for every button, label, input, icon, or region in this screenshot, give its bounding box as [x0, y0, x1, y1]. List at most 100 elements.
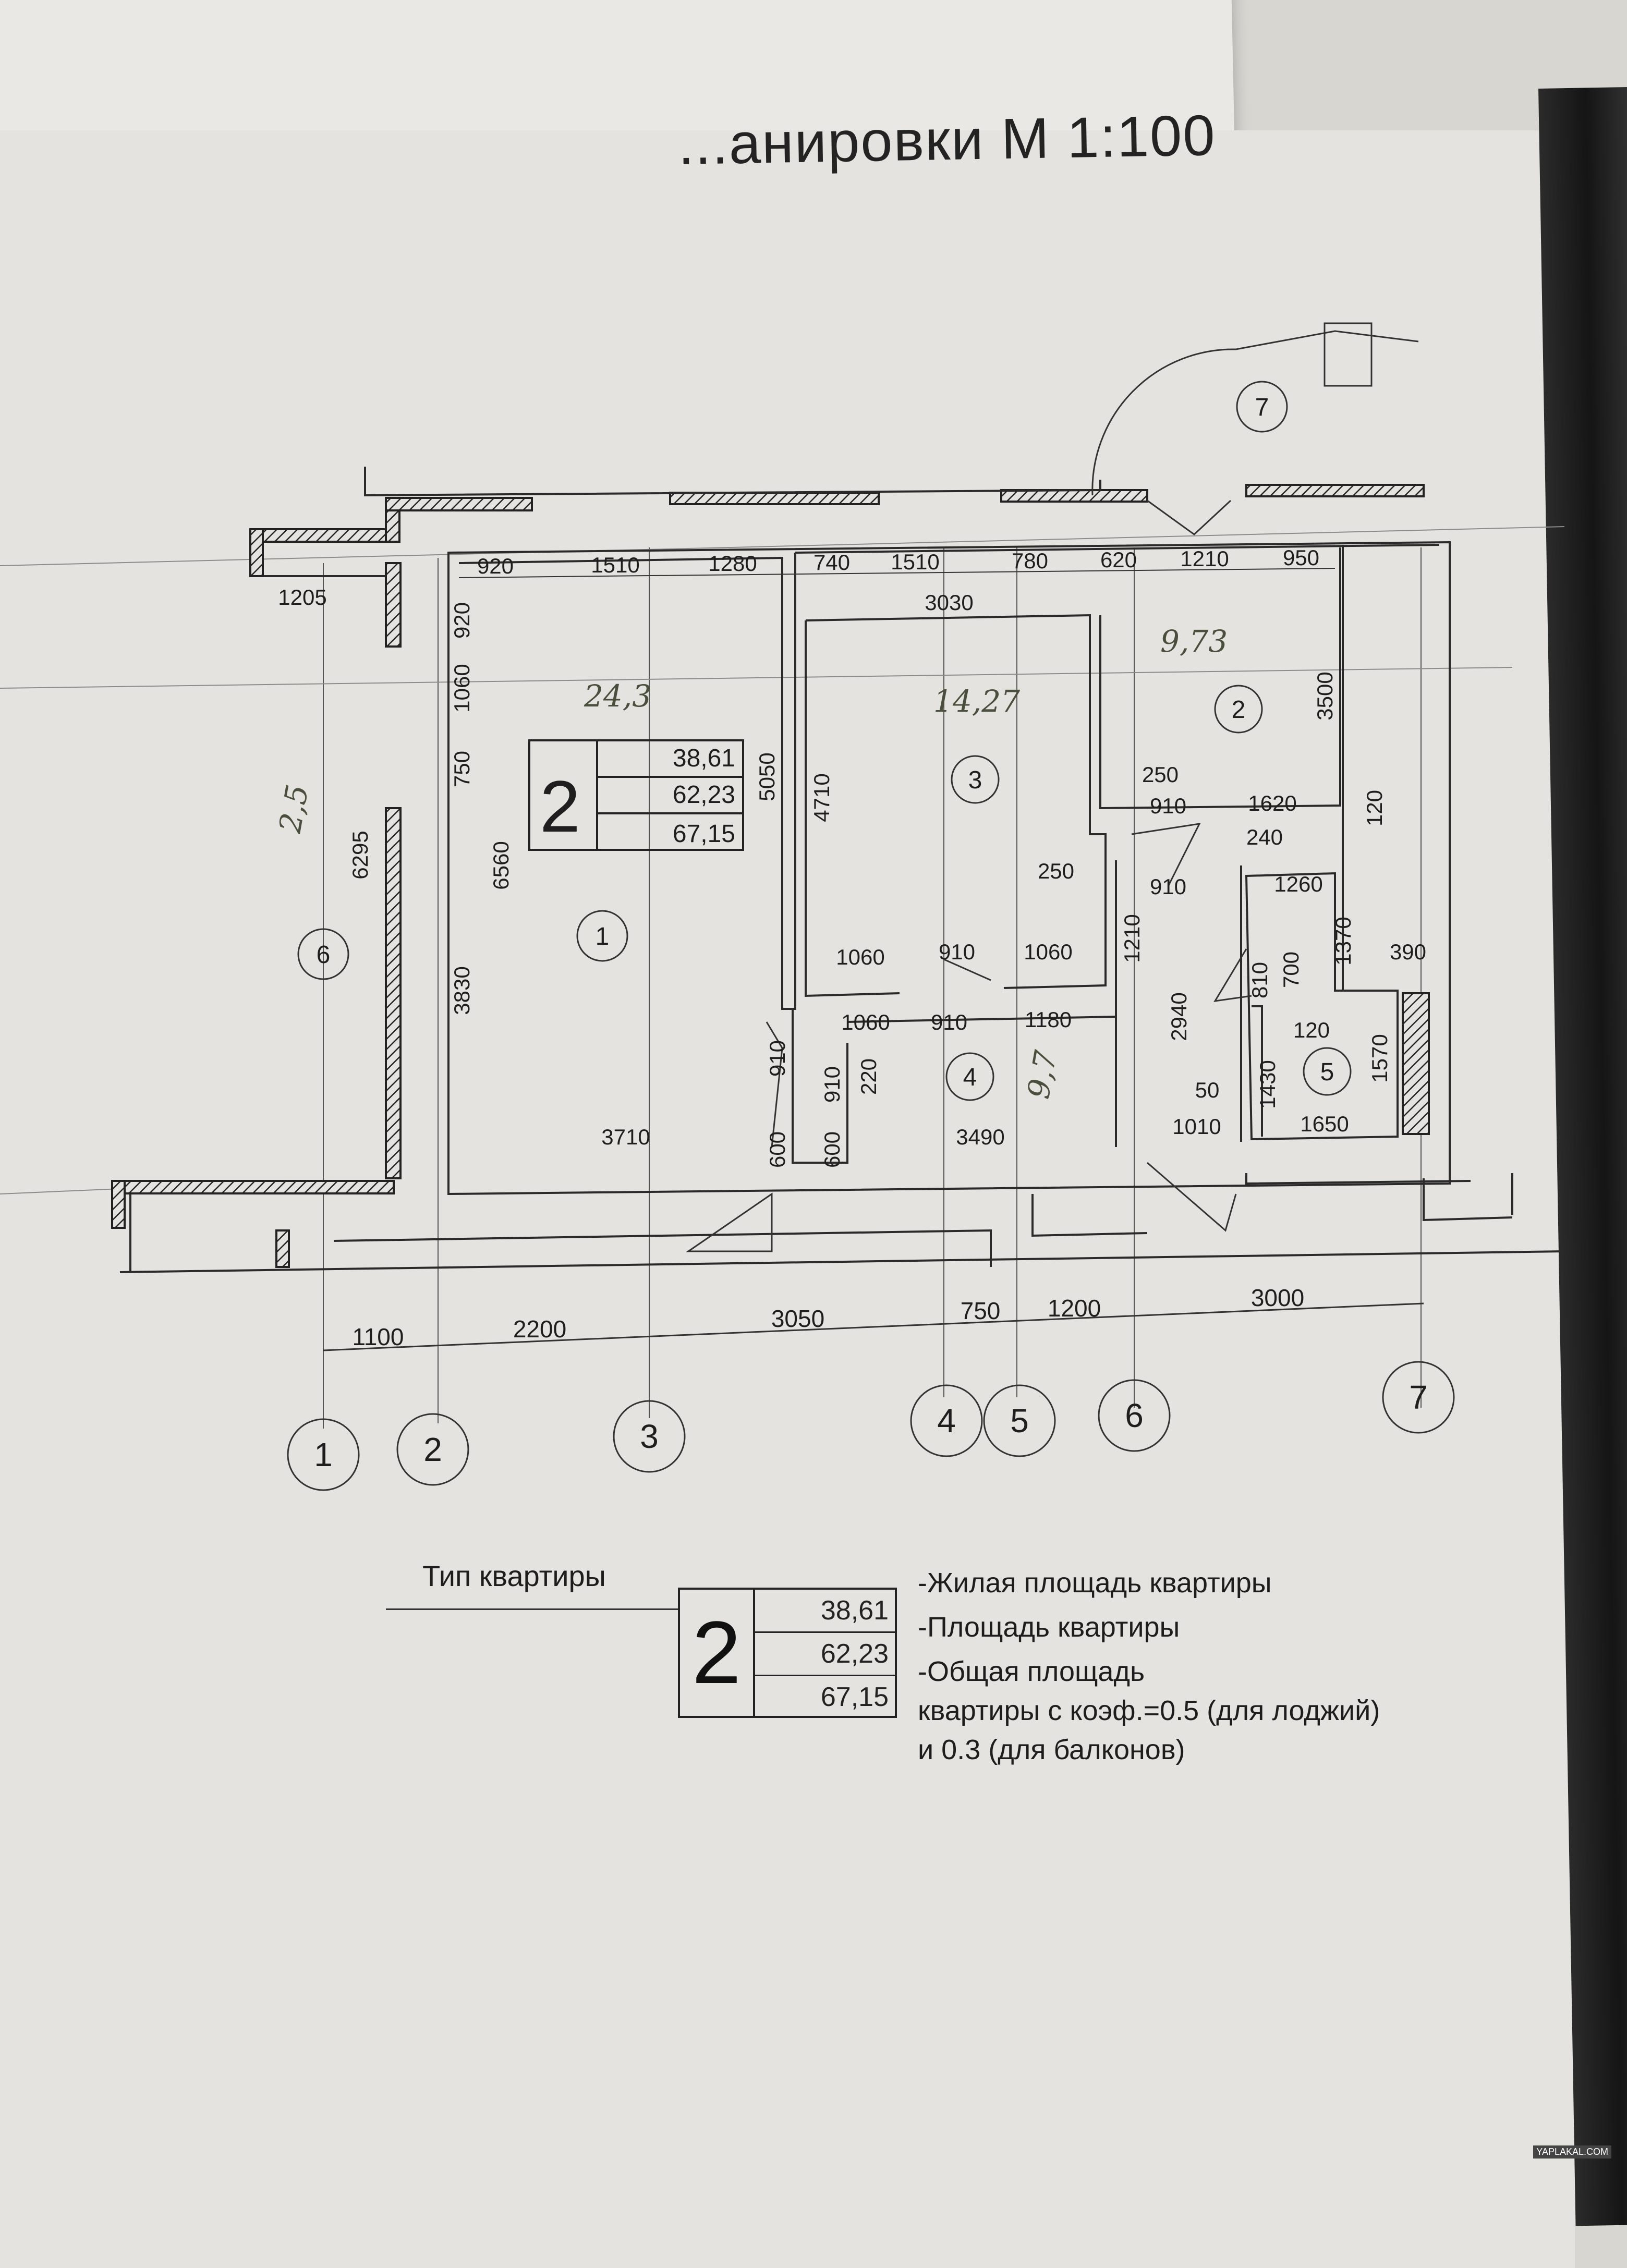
dim-700: 700 — [1279, 952, 1303, 988]
top-dim-5: 780 — [1012, 548, 1048, 573]
apartment-type-label: Тип квартиры — [422, 1559, 606, 1592]
dim-50: 50 — [1195, 1078, 1220, 1102]
room-1-number: 1 — [596, 923, 610, 950]
axis-3-marker — [613, 1400, 686, 1473]
dim-910a: 910 — [1150, 794, 1186, 818]
axis-space-5: 3000 — [1251, 1284, 1304, 1311]
axis-space-3: 750 — [961, 1297, 1001, 1324]
room-6-number: 6 — [317, 941, 331, 969]
dim-1620: 1620 — [1248, 791, 1296, 815]
room-4-marker — [945, 1052, 994, 1101]
axis-6-label: 6 — [1125, 1397, 1144, 1434]
dim-910c: 910 — [939, 940, 975, 964]
dim-810: 810 — [1247, 962, 1272, 998]
hand-note-5: 9,7 — [1021, 1048, 1064, 1102]
legend-apartment-area: 62,23 — [820, 1639, 889, 1669]
dim-3490: 3490 — [956, 1125, 1004, 1149]
axis-5-marker — [983, 1384, 1056, 1457]
axis-2-marker — [396, 1413, 469, 1486]
legend-desc-total: -Общая площадь — [918, 1656, 1145, 1687]
inner-type: 2 — [540, 765, 580, 847]
inner-val-2: 62,23 — [673, 781, 735, 809]
dim-3830: 3830 — [450, 966, 474, 1015]
dim-6295: 6295 — [348, 831, 372, 879]
hand-note-1: 2,5 — [272, 782, 315, 836]
room-4-number: 4 — [963, 1064, 977, 1091]
top-dim-2: 1280 — [708, 551, 757, 576]
dim-120b: 120 — [1293, 1018, 1330, 1042]
axis-3-label: 3 — [640, 1418, 659, 1455]
room-7-number: 7 — [1255, 394, 1269, 421]
axis-markers — [287, 1361, 1455, 1491]
dim-220: 220 — [856, 1058, 881, 1095]
vertical-dimension-labels: 920 1060 750 6295 6560 3830 5050 4710 35… — [348, 602, 1392, 1168]
axis-space-2: 3050 — [771, 1305, 824, 1332]
room-3-number: 3 — [968, 766, 982, 794]
dim-750v: 750 — [450, 751, 474, 787]
hand-note-2: 24,3 — [584, 678, 651, 714]
axis-lines — [323, 547, 1422, 1429]
legend-type-number: 2 — [680, 1590, 755, 1716]
dim-910f: 910 — [820, 1066, 844, 1103]
dim-1010: 1010 — [1172, 1114, 1221, 1139]
axis-6-marker — [1098, 1379, 1171, 1452]
door-swings — [686, 322, 1419, 1252]
dim-1180: 1180 — [1025, 1007, 1072, 1032]
dim-910b: 910 — [1150, 874, 1186, 899]
dim-1260: 1260 — [1274, 872, 1322, 896]
dim-250a: 250 — [1142, 762, 1179, 787]
dim-5050: 5050 — [755, 752, 779, 801]
dim-1650: 1650 — [1300, 1112, 1349, 1136]
dim-250b: 250 — [1038, 859, 1074, 883]
room-7-marker — [1236, 381, 1288, 433]
legend-area-table: 2 38,61 62,23 67,15 — [678, 1588, 897, 1718]
dimension-labels: 1205 3030 250 910 1620 240 250 910 1260 … — [278, 585, 1426, 1149]
top-dim-3: 740 — [814, 550, 850, 575]
axis-7-marker — [1382, 1361, 1455, 1434]
dim-1060v: 1060 — [450, 664, 474, 712]
inner-val-3: 67,15 — [673, 820, 735, 848]
axis-space-0: 1100 — [353, 1323, 404, 1350]
dim-3500: 3500 — [1313, 672, 1337, 720]
dim-1060c: 1060 — [841, 1010, 890, 1034]
hand-note-4: 9,73 — [1160, 624, 1228, 659]
inner-area-table — [528, 739, 744, 851]
handwritten-notes: 2,5 24,3 14,27 9,73 9,7 — [272, 624, 1228, 1101]
room-5-marker — [1303, 1047, 1352, 1096]
top-dim-0: 920 — [477, 554, 514, 578]
dim-1370: 1370 — [1331, 917, 1355, 965]
inner-val-1: 38,61 — [673, 745, 735, 772]
dim-3030: 3030 — [925, 590, 973, 615]
room-markers — [297, 381, 1352, 1101]
legend-total-area: 67,15 — [820, 1682, 889, 1712]
room-3-marker — [951, 755, 1000, 804]
dim-910e: 910 — [765, 1040, 790, 1077]
dim-1060a: 1060 — [836, 945, 884, 969]
room-2-number: 2 — [1232, 696, 1246, 724]
dim-920v: 920 — [450, 602, 474, 639]
room-1-marker — [576, 910, 628, 962]
axis-4-label: 4 — [937, 1402, 956, 1440]
dim-1210: 1210 — [1120, 914, 1144, 962]
top-dim-4: 1510 — [891, 550, 939, 574]
floor-plan: 1 2 3 4 5 6 7 2 38,61 62,23 67,15 920 15… — [0, 322, 1565, 1491]
hatched-walls — [111, 484, 1430, 1268]
dim-910d: 910 — [931, 1010, 967, 1034]
legend-desc-living: -Жилая площадь квартиры — [918, 1567, 1272, 1599]
dim-1060b: 1060 — [1024, 940, 1072, 964]
axis-1-marker — [287, 1418, 360, 1491]
hand-note-3: 14,27 — [933, 684, 1020, 719]
room-2-marker — [1214, 685, 1263, 734]
dim-1205: 1205 — [278, 585, 326, 609]
legend-desc-coef: квартиры с коэф.=0.5 (для лоджий) — [918, 1695, 1380, 1726]
axis-5-label: 5 — [1010, 1402, 1029, 1440]
dim-6560: 6560 — [489, 841, 513, 889]
dim-3710: 3710 — [601, 1125, 650, 1149]
axis-4-marker — [910, 1384, 983, 1457]
top-dim-6: 620 — [1100, 547, 1137, 572]
watermark: YAPLAKAL.COM — [1533, 2145, 1611, 2159]
axis-2-label: 2 — [423, 1431, 442, 1468]
legend-desc-area: -Площадь квартиры — [918, 1612, 1180, 1643]
dim-4710: 4710 — [809, 773, 834, 822]
axis-1-label: 1 — [314, 1436, 333, 1473]
